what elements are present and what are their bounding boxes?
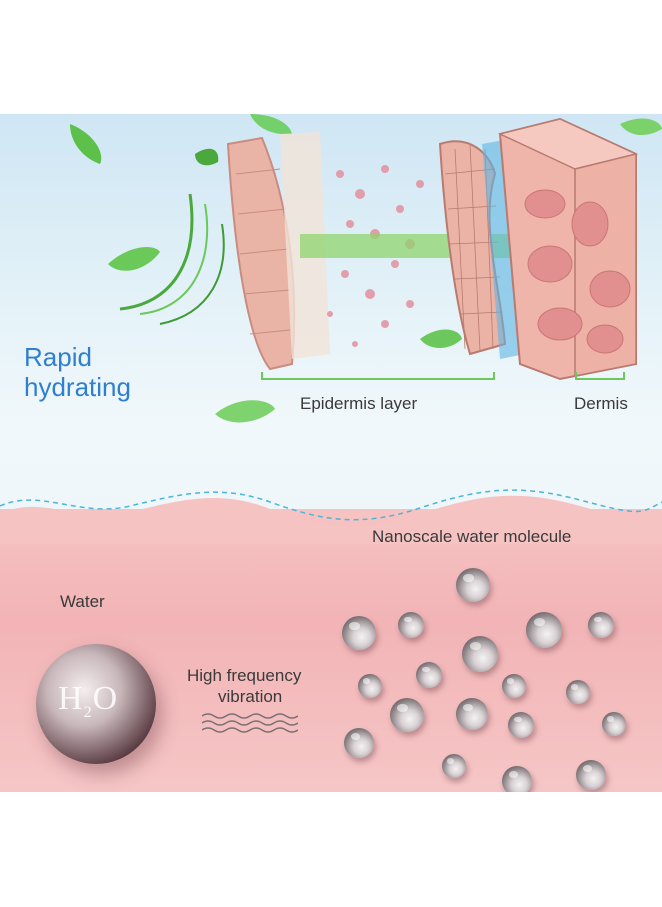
h2o-h: H bbox=[58, 680, 84, 717]
nanoscale-label: Nanoscale water molecule bbox=[372, 527, 571, 547]
water-droplet bbox=[588, 612, 614, 638]
vibration-wave-icon bbox=[202, 712, 298, 734]
water-label: Water bbox=[60, 592, 105, 612]
leaf-icon bbox=[108, 247, 160, 271]
skin-layers-graphic bbox=[0, 114, 662, 514]
water-droplet bbox=[344, 728, 374, 758]
water-droplet bbox=[566, 680, 590, 704]
headline: Rapid hydrating bbox=[24, 342, 131, 402]
water-droplet bbox=[416, 662, 442, 688]
water-droplet bbox=[342, 616, 376, 650]
leaf-icon bbox=[195, 149, 218, 166]
leaf-icon bbox=[250, 114, 292, 134]
illustration-canvas: Rapid hydrating Epidermis layer Dermis N… bbox=[0, 114, 662, 792]
water-droplet bbox=[456, 698, 488, 730]
water-droplet bbox=[390, 698, 424, 732]
water-droplet bbox=[602, 712, 626, 736]
headline-line-2: hydrating bbox=[24, 372, 131, 402]
h2o-sub: 2 bbox=[84, 704, 93, 721]
leaf-icon bbox=[70, 124, 101, 164]
water-droplet bbox=[358, 674, 382, 698]
leaf-icon bbox=[420, 330, 462, 348]
water-droplet bbox=[442, 754, 466, 778]
vibration-label-line-2: vibration bbox=[218, 687, 282, 707]
water-droplet bbox=[502, 766, 532, 792]
water-droplet bbox=[462, 636, 498, 672]
h2o-formula: H2O bbox=[58, 680, 118, 722]
vibration-label-line-1: High frequency bbox=[187, 666, 301, 686]
water-droplet bbox=[502, 674, 526, 698]
h2o-o: O bbox=[93, 680, 119, 717]
leaf-icon bbox=[620, 119, 662, 135]
dermis-label: Dermis bbox=[574, 394, 628, 414]
water-droplet bbox=[508, 712, 534, 738]
water-droplet bbox=[526, 612, 562, 648]
water-droplet bbox=[456, 568, 490, 602]
water-droplet bbox=[576, 760, 606, 790]
epidermis-label: Epidermis layer bbox=[300, 394, 417, 414]
water-droplet bbox=[398, 612, 424, 638]
leaf-icon bbox=[215, 400, 275, 422]
headline-line-1: Rapid bbox=[24, 342, 131, 372]
